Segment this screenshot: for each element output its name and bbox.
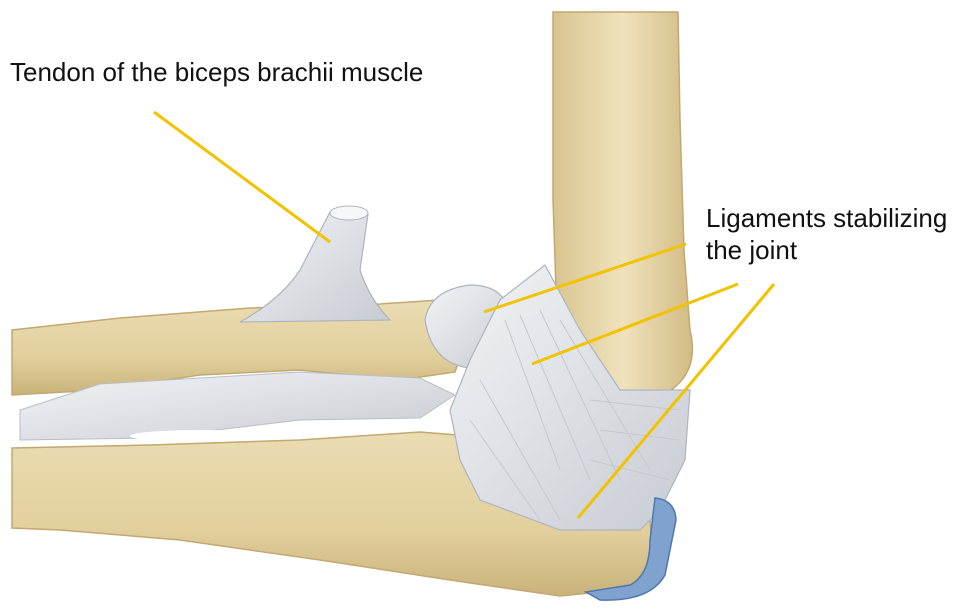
- label-ligaments-line1: Ligaments stabilizing: [706, 202, 947, 234]
- biceps-tendon: [240, 207, 390, 322]
- leader-line-biceps: [154, 112, 330, 242]
- label-biceps-tendon: Tendon of the biceps brachii muscle: [10, 56, 423, 88]
- interosseous-gap: [130, 430, 270, 442]
- biceps-tendon-cut-end: [330, 206, 368, 220]
- label-ligaments-line2: the joint: [706, 234, 947, 266]
- label-ligaments: Ligaments stabilizing the joint: [706, 202, 947, 266]
